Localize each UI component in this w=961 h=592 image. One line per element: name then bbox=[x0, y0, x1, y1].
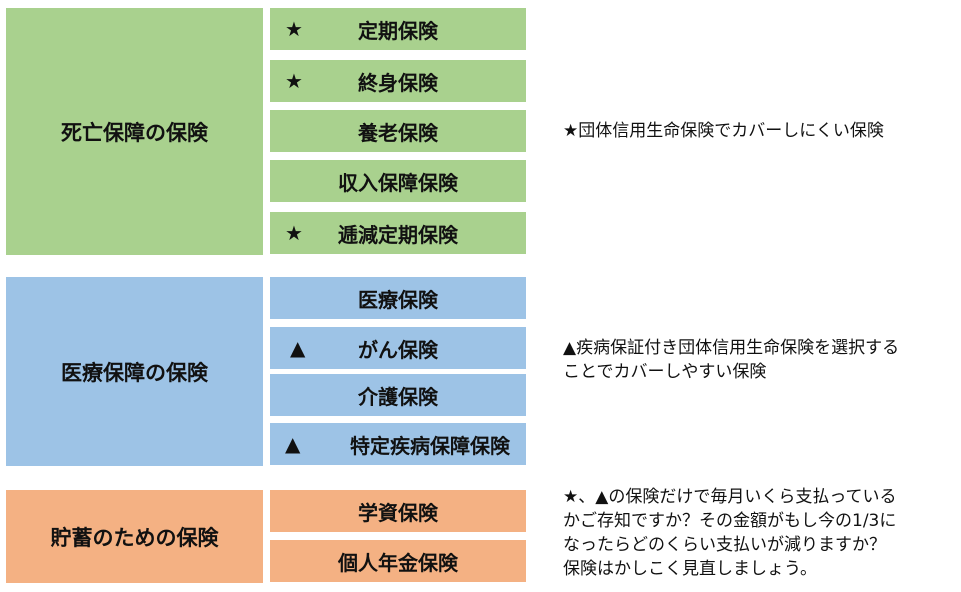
insurance-item: ★ 逓減定期保険 bbox=[270, 212, 526, 254]
category-death-protection: 死亡保障の保険 bbox=[6, 8, 263, 255]
star-mark: ★ bbox=[285, 17, 303, 41]
category-title: 死亡保障の保険 bbox=[61, 120, 208, 145]
item-label: 医療保険 bbox=[358, 287, 438, 312]
insurance-item: 個人年金保険 bbox=[270, 540, 526, 582]
note-star: ★団体信用生命保険でカバーしにくい保険 bbox=[563, 121, 884, 141]
insurance-item: ★ 定期保険 bbox=[270, 8, 526, 50]
item-label: がん保険 bbox=[358, 337, 438, 362]
insurance-item: 学資保険 bbox=[270, 490, 526, 532]
item-label: 個人年金保険 bbox=[338, 550, 458, 575]
insurance-item: 医療保険 bbox=[270, 277, 526, 319]
triangle-mark: ▲ bbox=[290, 336, 306, 360]
category-title: 医療保障の保険 bbox=[61, 360, 208, 385]
insurance-item: 介護保険 bbox=[270, 374, 526, 416]
category-title: 貯蓄のための保険 bbox=[50, 525, 219, 550]
star-mark: ★ bbox=[285, 221, 303, 245]
item-label: 介護保険 bbox=[358, 384, 438, 409]
item-label: 養老保険 bbox=[358, 120, 438, 145]
item-label: 定期保険 bbox=[358, 18, 438, 43]
category-medical-protection: 医療保障の保険 bbox=[6, 277, 263, 466]
star-mark: ★ bbox=[285, 69, 303, 93]
insurance-item: 養老保険 bbox=[270, 110, 526, 152]
note-advice: ★、▲の保険だけで毎月いくら支払っている かご存知ですか？その金額がもし今の1/… bbox=[563, 487, 897, 579]
insurance-item: ★ 終身保険 bbox=[270, 60, 526, 102]
item-label: 終身保険 bbox=[358, 70, 438, 95]
insurance-item: 収入保障保険 bbox=[270, 160, 526, 202]
insurance-item: ▲ がん保険 bbox=[270, 327, 526, 369]
category-savings: 貯蓄のための保険 bbox=[6, 490, 263, 583]
item-label: 学資保険 bbox=[358, 500, 438, 525]
item-label: 特定疾病保障保険 bbox=[350, 433, 510, 458]
triangle-mark: ▲ bbox=[285, 432, 301, 456]
insurance-item: ▲ 特定疾病保障保険 bbox=[270, 423, 526, 465]
item-label: 逓減定期保険 bbox=[338, 222, 458, 247]
item-label: 収入保障保険 bbox=[338, 170, 458, 195]
note-triangle: ▲疾病保証付き団体信用生命保険を選択する ことでカバーしやすい保険 bbox=[563, 338, 900, 382]
